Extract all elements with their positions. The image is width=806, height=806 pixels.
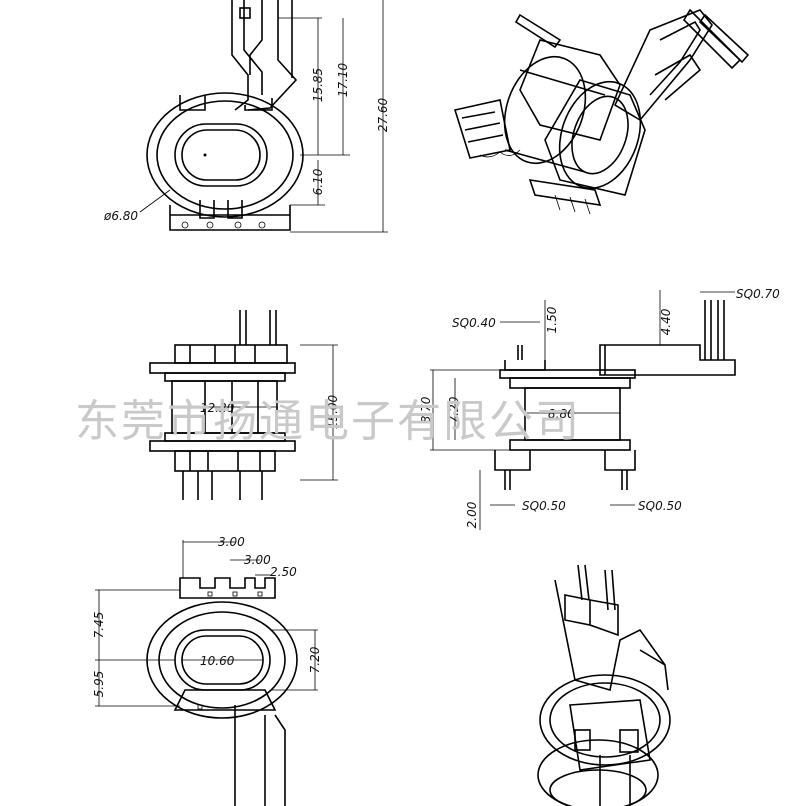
dim-7-20: 7.20 [447,396,461,423]
dim-4-40: 4.40 [659,308,673,335]
top-right-iso-view [453,8,750,215]
dim-sq040: SQ0.40 [452,316,496,330]
dim-2-00: 2.00 [465,501,479,528]
dim-5-95: 5.95 [92,671,106,698]
bottom-left-view: 3.00 3.00 2.50 7.45 5.95 10.60 7.20 [92,535,322,806]
dim-sq050-left: SQ0.50 [522,499,566,513]
middle-right-view: SQ0.40 1.50 4.40 SQ0.70 8.70 7.20 8.80 2… [419,287,780,530]
dim-10-60: 10.60 [200,654,235,668]
dim-2-50: 2.50 [270,565,297,579]
company-watermark: 东莞市扬通电子有限公司 [75,396,581,447]
dim-8-70: 8.70 [419,396,433,423]
dim-3-00-b: 3.00 [244,553,271,567]
dim-17-10: 17.10 [336,62,350,97]
dim-1-50: 1.50 [545,306,559,333]
dim-12-20: 12.20 [200,401,235,415]
dim-7-20-b: 7.20 [308,646,322,673]
dim-diameter: ø6.80 [103,209,138,223]
dim-7-45: 7.45 [92,612,106,639]
middle-left-view: 12.20 15.00 [149,310,340,500]
dim-6-10: 6.10 [311,168,325,195]
dim-8-80: 8.80 [548,407,575,421]
dim-sq070: SQ0.70 [736,287,780,301]
dim-3-00-a: 3.00 [218,535,245,549]
dim-15-00: 15.00 [326,394,340,429]
bottom-right-iso-view [537,564,671,806]
dim-27-60: 27.60 [376,97,390,132]
dim-sq050-right: SQ0.50 [638,499,682,513]
top-left-view: ø6.80 15.85 17.10 27.60 6.10 [103,0,390,233]
dim-15-85: 15.85 [311,68,325,102]
